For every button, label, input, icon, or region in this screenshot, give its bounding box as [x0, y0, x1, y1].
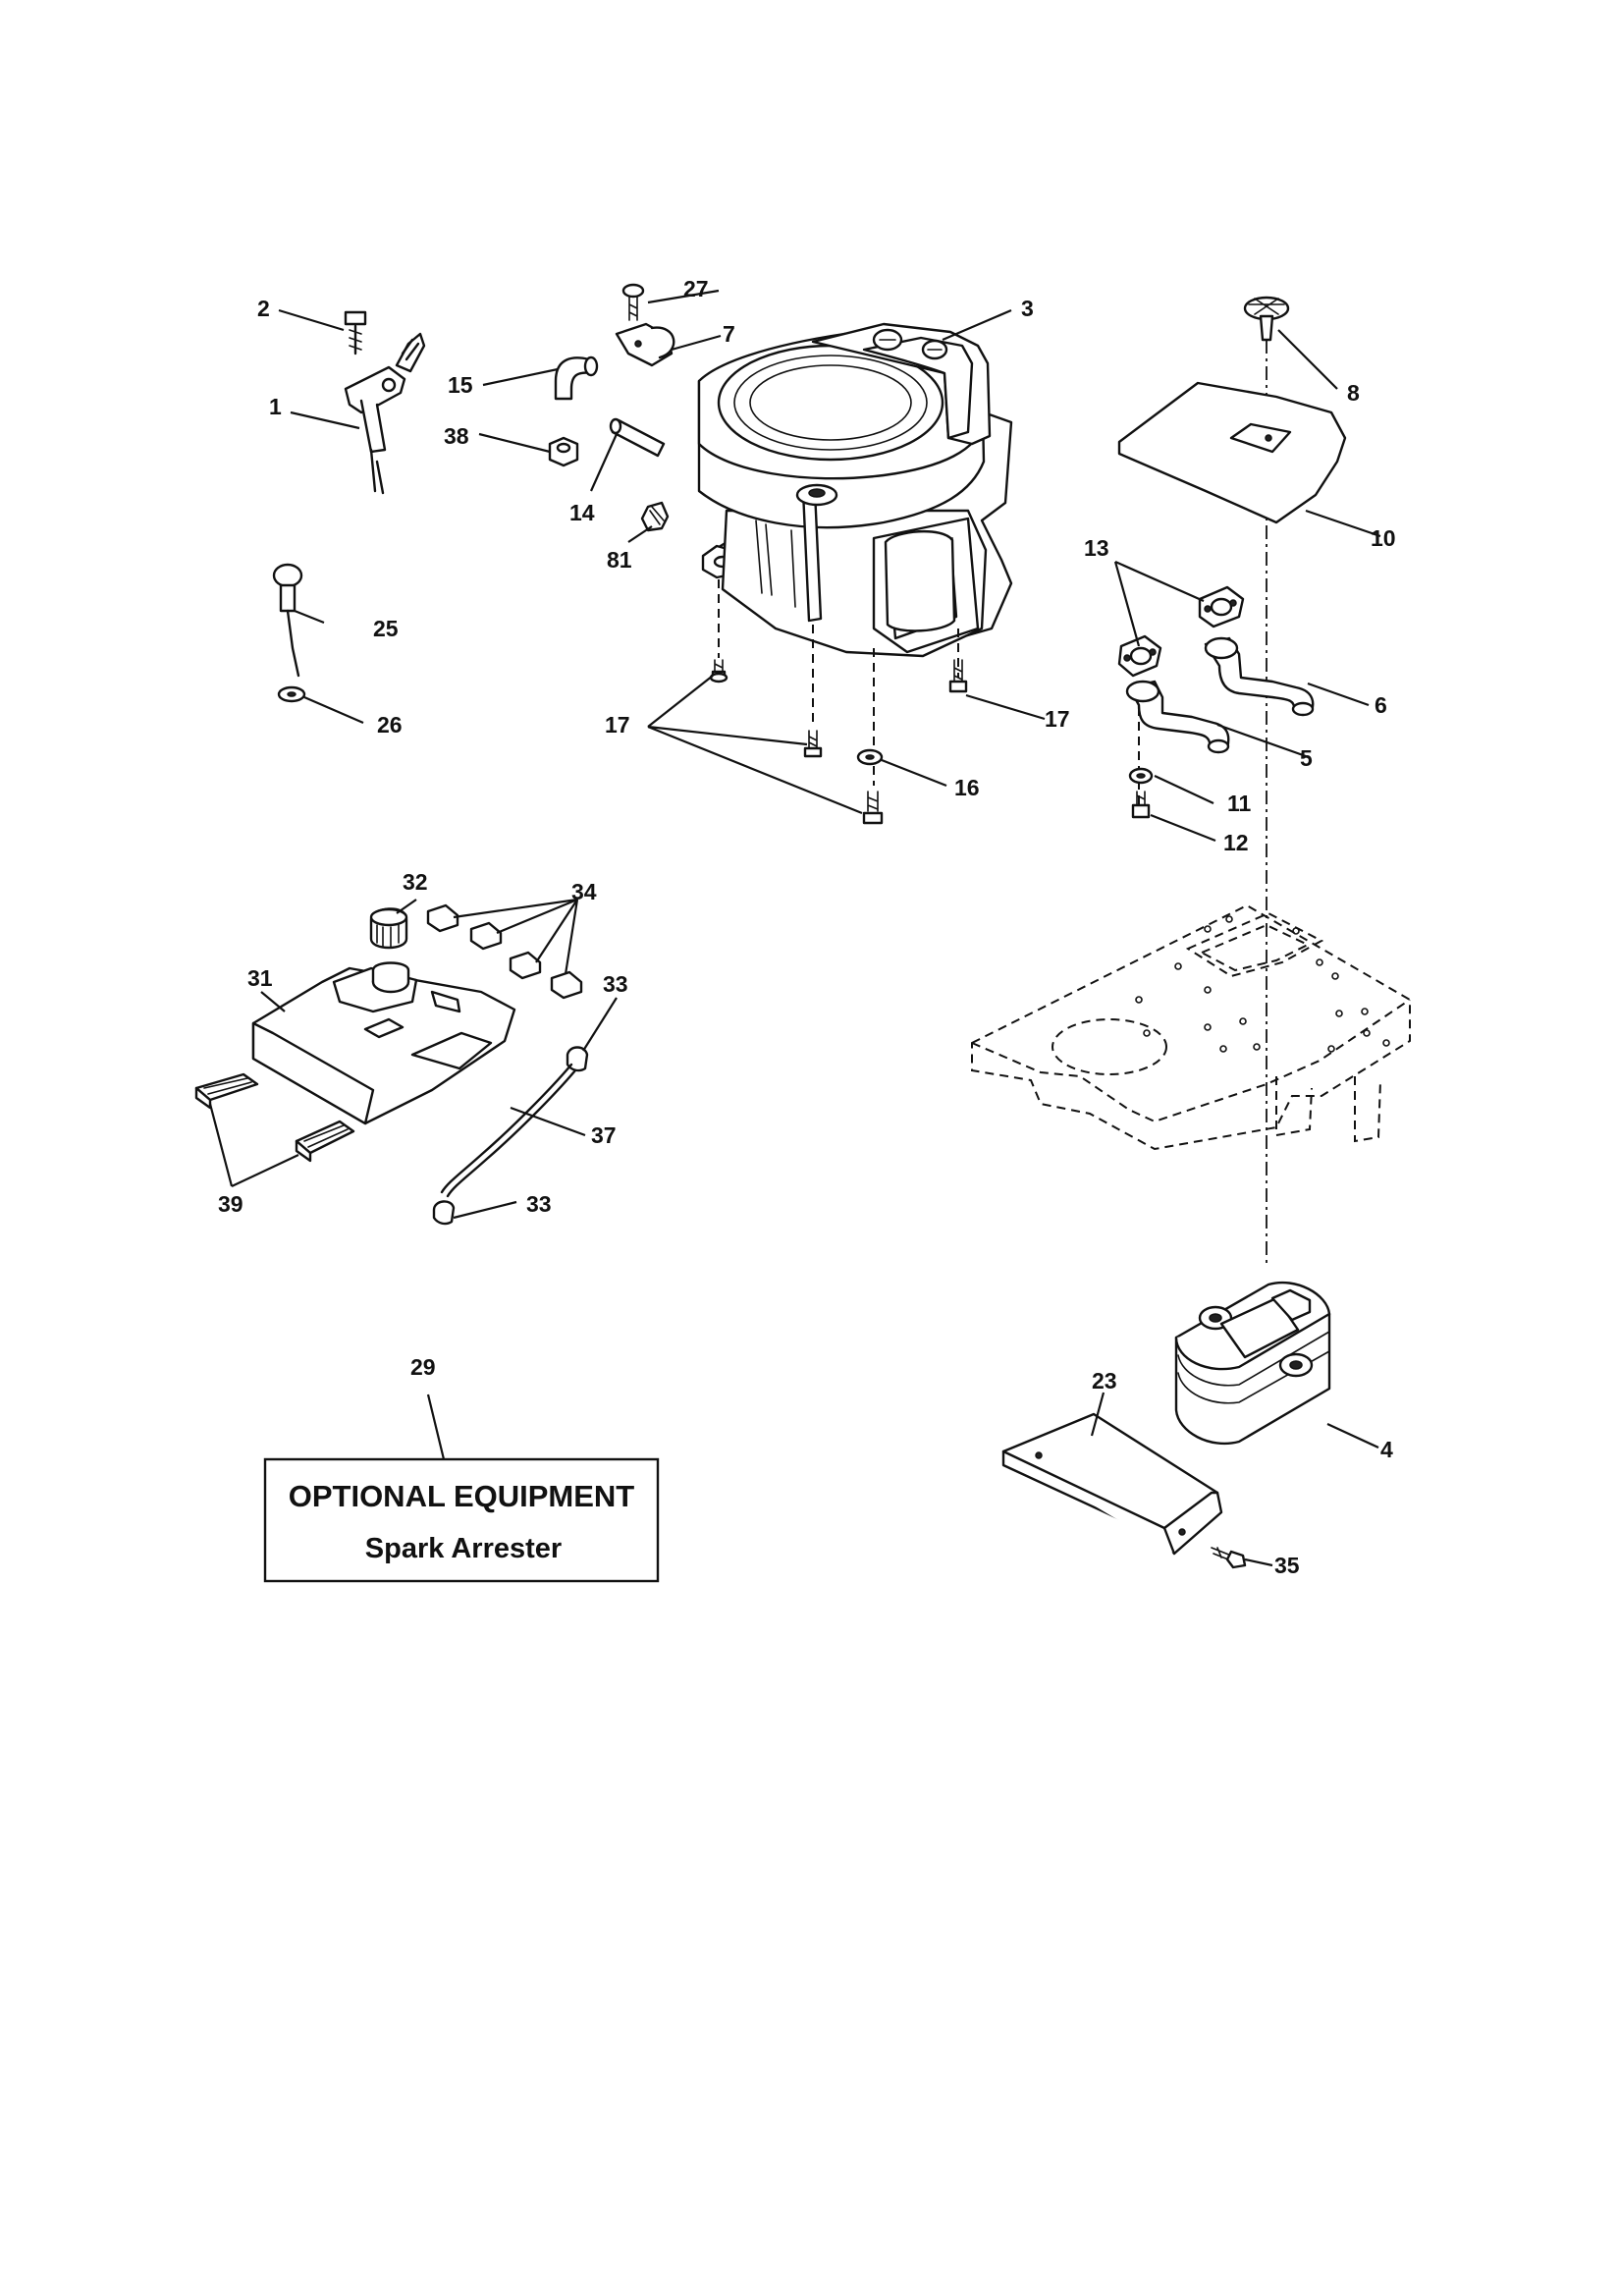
heat-shield-10 [1117, 381, 1347, 524]
callout-16: 16 [954, 775, 980, 800]
callout-13: 13 [1084, 535, 1109, 561]
optional-equipment-box: OPTIONAL EQUIPMENT Spark Arrester [263, 1457, 660, 1583]
callout-5: 5 [1300, 745, 1313, 771]
screw-35 [1211, 1547, 1247, 1569]
callout-27: 27 [683, 276, 709, 301]
bolt-12 [1131, 791, 1151, 819]
filter-pads-34 [426, 903, 583, 1000]
optional-equipment-item: Spark Arrester [365, 1533, 562, 1564]
callout-33-upper: 33 [603, 971, 628, 997]
callout-26: 26 [377, 712, 403, 738]
engine-3 [697, 322, 1013, 658]
callout-15: 15 [448, 372, 473, 398]
washer-16 [856, 748, 884, 766]
clip-33-lower [432, 1200, 456, 1226]
callout-32: 32 [403, 869, 428, 895]
shield-23 [1001, 1412, 1223, 1556]
hose-37 [440, 1063, 577, 1198]
callout-38: 38 [444, 423, 469, 449]
callout-29: 29 [410, 1354, 436, 1380]
callout-8: 8 [1347, 380, 1360, 406]
callout-1: 1 [269, 394, 282, 419]
washer-11 [1128, 767, 1154, 785]
callout-25: 25 [373, 616, 399, 641]
callout-7: 7 [723, 321, 735, 347]
callout-37: 37 [591, 1122, 617, 1148]
filter-pad-39-right [295, 1120, 355, 1163]
filter-pad-39-left [194, 1072, 259, 1110]
callout-17-right: 17 [1045, 706, 1070, 732]
callout-6: 6 [1375, 692, 1387, 718]
air-cleaner-base-31 [251, 961, 516, 1125]
nut-38 [548, 436, 579, 467]
cap-32 [369, 907, 408, 950]
bolt-27 [621, 283, 645, 321]
exhaust-pipe-5 [1125, 680, 1230, 754]
engine-bolts-17 [709, 579, 968, 825]
choke-knob [272, 563, 303, 678]
callout-81: 81 [607, 547, 632, 573]
exhaust-pipe-6 [1204, 636, 1315, 717]
clamp-7 [615, 322, 675, 367]
callout-12: 12 [1223, 830, 1249, 855]
leader-lines [208, 289, 1381, 1567]
chassis-plate [971, 903, 1411, 1151]
callout-23: 23 [1092, 1368, 1117, 1394]
nut-81 [640, 501, 670, 532]
callout-39: 39 [218, 1191, 243, 1217]
tube-14 [609, 417, 666, 458]
callout-3: 3 [1021, 296, 1034, 321]
callout-31: 31 [247, 965, 273, 991]
callout-10: 10 [1371, 525, 1396, 551]
callout-11: 11 [1227, 791, 1252, 816]
washer-26 [277, 685, 306, 703]
callout-33-lower: 33 [526, 1191, 552, 1217]
gasket-13-upper [1198, 585, 1245, 629]
callout-34: 34 [571, 879, 597, 904]
throttle-control-assembly [344, 310, 426, 495]
cover-8 [1243, 296, 1290, 342]
callout-numbers: 2 1 3 27 7 8 10 15 38 14 81 25 26 13 6 5… [218, 276, 1396, 1578]
callout-14: 14 [569, 500, 595, 525]
callout-35: 35 [1274, 1553, 1300, 1578]
optional-equipment-title: OPTIONAL EQUIPMENT [289, 1479, 635, 1513]
gasket-13-lower [1117, 634, 1162, 678]
callout-4: 4 [1380, 1437, 1393, 1462]
muffler-4 [1174, 1281, 1331, 1446]
callout-17-left: 17 [605, 712, 630, 738]
callout-2: 2 [257, 296, 270, 321]
elbow-15 [554, 355, 599, 401]
